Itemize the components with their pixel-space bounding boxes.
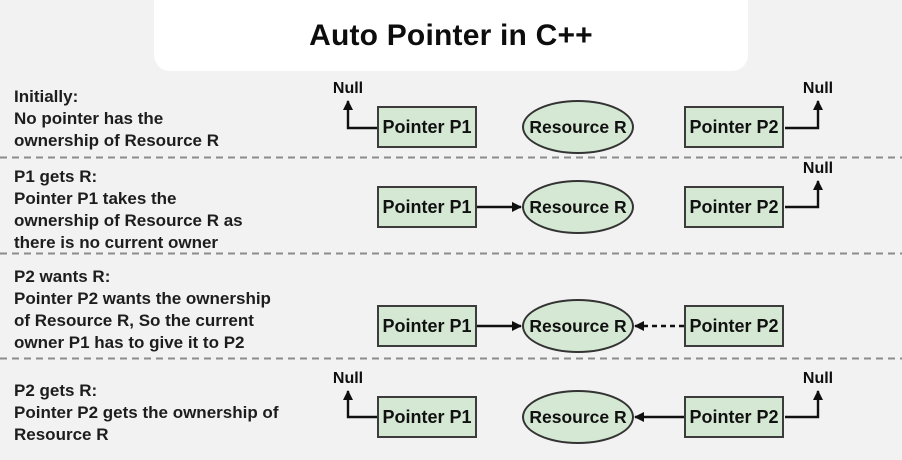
pointer-p1-box-row4: Pointer P1: [377, 396, 477, 438]
caption-row2-line: ownership of Resource R as: [14, 211, 243, 230]
resource-r-ellipse-row4: Resource R: [522, 390, 634, 444]
null-label-row1-left: Null: [332, 80, 364, 97]
caption-row3-line: Pointer P2 wants the ownership: [14, 289, 271, 308]
pointer-p1-box-row3: Pointer P1: [377, 305, 477, 347]
caption-row3-heading: P2 wants R:: [14, 267, 111, 286]
caption-row2: P1 gets R: Pointer P1 takes the ownershi…: [14, 166, 364, 254]
page-title: Auto Pointer in C++: [309, 18, 593, 52]
title-card: Auto Pointer in C++: [154, 0, 748, 71]
arrow-row4-p2-to-null: [785, 390, 823, 419]
caption-row3-line: of Resource R, So the current: [14, 311, 254, 330]
null-label-row1-right: Null: [802, 80, 834, 97]
resource-r-ellipse-row1: Resource R: [522, 100, 634, 154]
caption-row2-line: Pointer P1 takes the: [14, 189, 177, 208]
caption-row3-line: owner P1 has to give it to P2: [14, 333, 245, 352]
caption-row1: Initially: No pointer has the ownership …: [14, 86, 364, 152]
caption-row2-heading: P1 gets R:: [14, 167, 98, 186]
caption-row4: P2 gets R: Pointer P2 gets the ownership…: [14, 380, 364, 446]
arrow-row1-p2-to-null: [785, 100, 823, 130]
arrow-row2-p2-to-null: [785, 180, 823, 209]
pointer-p2-box-row3: Pointer P2: [684, 305, 784, 347]
caption-row4-heading: P2 gets R:: [14, 381, 98, 400]
pointer-p2-box-row2: Pointer P2: [684, 186, 784, 228]
pointer-p2-box-row1: Pointer P2: [684, 106, 784, 148]
resource-r-ellipse-row2: Resource R: [522, 180, 634, 234]
null-label-row2-right: Null: [802, 160, 834, 177]
caption-row4-line: Pointer P2 gets the ownership of: [14, 403, 279, 422]
pointer-p1-box-row2: Pointer P1: [377, 186, 477, 228]
caption-row4-line: Resource R: [14, 425, 109, 444]
null-label-row4-left: Null: [332, 370, 364, 387]
pointer-p2-box-row4: Pointer P2: [684, 396, 784, 438]
resource-r-ellipse-row3: Resource R: [522, 299, 634, 353]
caption-row1-heading: Initially:: [14, 87, 79, 106]
pointer-p1-box-row1: Pointer P1: [377, 106, 477, 148]
caption-row1-line: ownership of Resource R: [14, 131, 219, 150]
null-label-row4-right: Null: [802, 370, 834, 387]
caption-row3: P2 wants R: Pointer P2 wants the ownersh…: [14, 266, 364, 354]
caption-row2-line: there is no current owner: [14, 233, 219, 252]
caption-row1-line: No pointer has the: [14, 109, 164, 128]
